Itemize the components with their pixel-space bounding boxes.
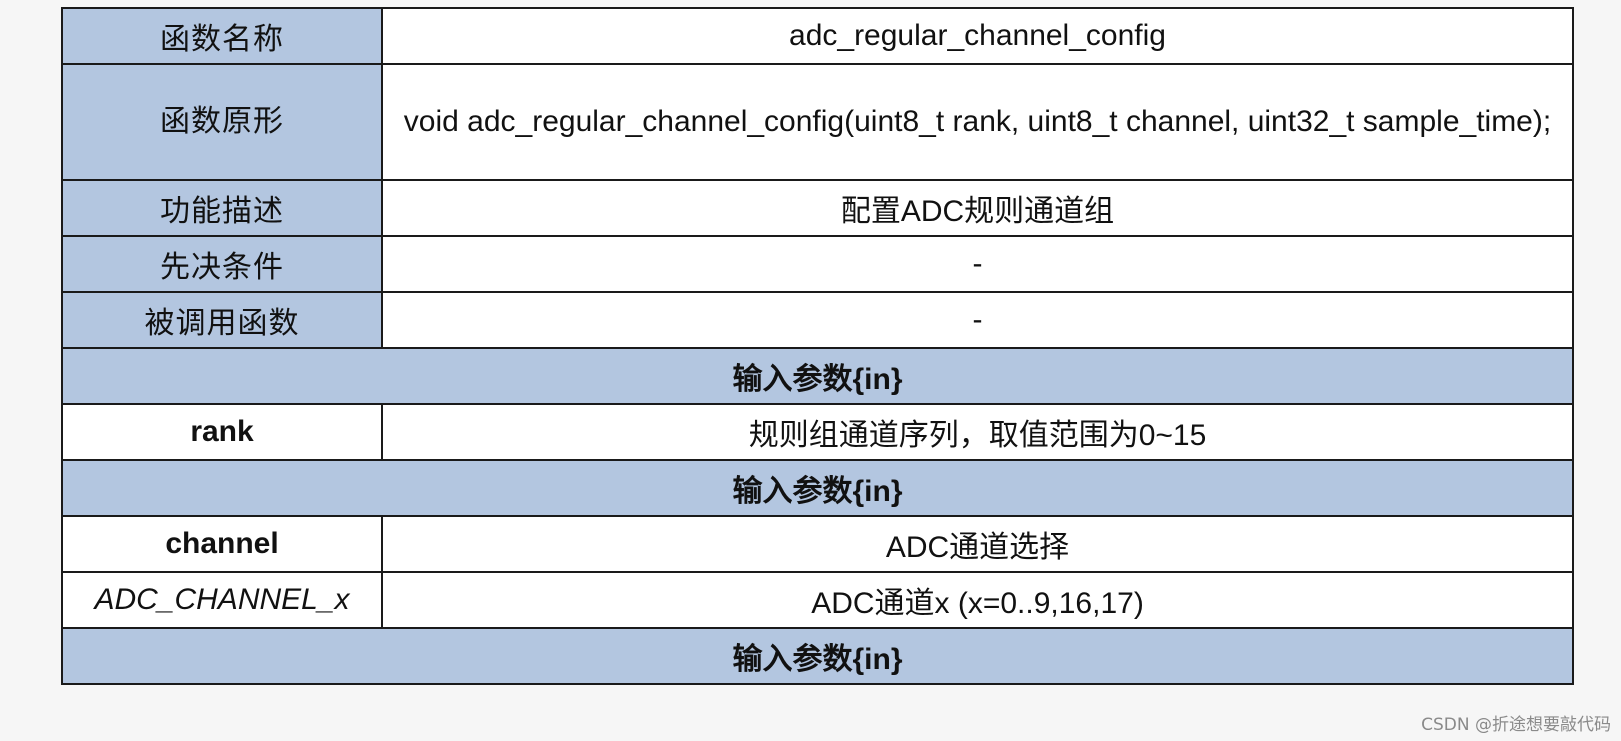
row-section-input-3: 输入参数{in} <box>61 627 1574 685</box>
param-name-rank: rank <box>61 403 383 461</box>
section-header-input: 输入参数{in} <box>61 627 1574 685</box>
called-functions-label: 被调用函数 <box>61 291 383 349</box>
prototype-label: 函数原形 <box>61 63 383 181</box>
param-name-channel: channel <box>61 515 383 573</box>
description-label: 功能描述 <box>61 179 383 237</box>
param-desc-channel: ADC通道选择 <box>381 515 1574 573</box>
section-header-input: 输入参数{in} <box>61 347 1574 405</box>
param-desc-adc-channel-x: ADC通道x (x=0..9,16,17) <box>381 571 1574 629</box>
row-prototype: 函数原形 void adc_regular_channel_config(uin… <box>61 63 1574 181</box>
param-name-adc-channel-x: ADC_CHANNEL_x <box>61 571 383 629</box>
precondition-value: - <box>381 235 1574 293</box>
precondition-label: 先决条件 <box>61 235 383 293</box>
function-name-label: 函数名称 <box>61 7 383 65</box>
row-called-functions: 被调用函数 - <box>61 291 1574 349</box>
function-name-value: adc_regular_channel_config <box>381 7 1574 65</box>
row-description: 功能描述 配置ADC规则通道组 <box>61 179 1574 237</box>
called-functions-value: - <box>381 291 1574 349</box>
row-param-rank: rank 规则组通道序列，取值范围为0~15 <box>61 403 1574 461</box>
row-function-name: 函数名称 adc_regular_channel_config <box>61 7 1574 65</box>
row-section-input-1: 输入参数{in} <box>61 347 1574 405</box>
row-param-channel: channel ADC通道选择 <box>61 515 1574 573</box>
row-precondition: 先决条件 - <box>61 235 1574 293</box>
watermark-text: CSDN @折途想要敲代码 <box>1421 715 1611 735</box>
row-section-input-2: 输入参数{in} <box>61 459 1574 517</box>
description-value: 配置ADC规则通道组 <box>381 179 1574 237</box>
row-param-adc-channel-x: ADC_CHANNEL_x ADC通道x (x=0..9,16,17) <box>61 571 1574 629</box>
section-header-input: 输入参数{in} <box>61 459 1574 517</box>
prototype-value: void adc_regular_channel_config(uint8_t … <box>381 63 1574 181</box>
function-spec-table: 函数名称 adc_regular_channel_config 函数原形 voi… <box>61 7 1574 685</box>
param-desc-rank: 规则组通道序列，取值范围为0~15 <box>381 403 1574 461</box>
